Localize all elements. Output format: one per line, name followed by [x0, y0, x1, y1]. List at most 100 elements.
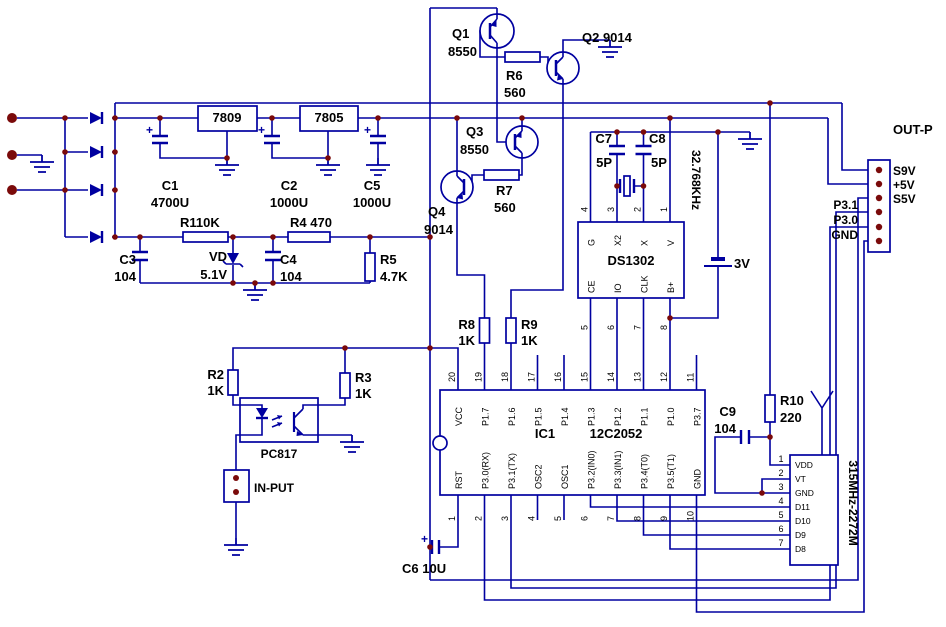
svg-text:VDD: VDD	[795, 460, 813, 470]
svg-text:GND: GND	[795, 488, 814, 498]
crystal-label: 32.768KHz	[689, 150, 703, 210]
q4-label: Q4	[428, 204, 446, 219]
svg-text:7: 7	[633, 325, 643, 330]
svg-text:X2: X2	[613, 235, 623, 246]
pc817-box	[239, 397, 319, 443]
c4-label: C4	[280, 252, 297, 267]
svg-text:OSC1: OSC1	[560, 464, 570, 489]
r8-label: R8	[458, 317, 475, 332]
out-s5v: S5V	[893, 192, 916, 206]
svg-text:OSC2: OSC2	[534, 464, 544, 489]
svg-text:13: 13	[633, 372, 643, 382]
svg-text:3: 3	[778, 482, 783, 492]
r1-label: R110K	[180, 215, 220, 230]
svg-text:3: 3	[606, 207, 616, 212]
r2-value: 1K	[207, 383, 224, 398]
svg-text:16: 16	[553, 372, 563, 382]
svg-text:12: 12	[659, 372, 669, 382]
svg-text:1: 1	[778, 454, 783, 464]
svg-text:4: 4	[527, 516, 537, 521]
regulator-7809-box	[197, 105, 258, 132]
rf-module-box	[789, 454, 839, 566]
svg-text:P1.3: P1.3	[587, 407, 597, 426]
svg-text:19: 19	[474, 372, 484, 382]
r10-value: 220	[780, 410, 802, 425]
svg-text:18: 18	[500, 372, 510, 382]
svg-text:D8: D8	[795, 544, 806, 554]
ground-icon	[29, 154, 55, 173]
zener-diode-vd	[222, 253, 244, 268]
input-connector-box	[223, 469, 250, 503]
r2-label: R2	[207, 367, 224, 382]
r10-label: R10	[780, 393, 804, 408]
svg-text:1: 1	[447, 516, 457, 521]
r7-value: 560	[494, 200, 516, 215]
q2-transistor	[546, 51, 580, 85]
connector-pins	[233, 166, 883, 495]
reg1-label: 7809	[213, 110, 242, 125]
battery-3v	[704, 257, 732, 267]
svg-text:P1.4: P1.4	[560, 407, 570, 426]
r6-value: 560	[504, 85, 526, 100]
c5-label: C5	[364, 178, 381, 193]
capacitors	[132, 134, 751, 554]
svg-text:P3.5(T1): P3.5(T1)	[666, 454, 676, 489]
r8-value: 1K	[458, 333, 475, 348]
out-p31: P3.1	[833, 198, 858, 212]
battery-label: 3V	[734, 256, 750, 271]
svg-text:6: 6	[778, 524, 783, 534]
r7-label: R7	[496, 183, 513, 198]
svg-text:P1.5: P1.5	[534, 407, 544, 426]
out-5v: +5V	[893, 178, 915, 192]
svg-text:P1.0: P1.0	[666, 407, 676, 426]
svg-text:5: 5	[553, 516, 563, 521]
svg-text:P1.7: P1.7	[481, 407, 491, 426]
r3-label: R3	[355, 370, 372, 385]
ground-icon	[737, 131, 763, 150]
q1-transistor	[479, 13, 515, 49]
svg-text:9: 9	[659, 516, 669, 521]
svg-text:P3.3(IN1): P3.3(IN1)	[613, 450, 623, 489]
ic1-pin-names-bottom: RST P3.0(RX) P3.1(TX) OSC2 OSC1 P3.2(IN0…	[454, 450, 703, 489]
c1-value: 4700U	[151, 195, 189, 210]
ic1-pin-numbers-top: 20 19 18 17 16 15 14 13 12 11	[447, 372, 696, 382]
svg-text:P1.2: P1.2	[613, 407, 623, 426]
svg-text:VCC: VCC	[454, 406, 464, 426]
c7-value: 5P	[596, 155, 612, 170]
r3-value: 1K	[355, 386, 372, 401]
svg-text:P1.1: P1.1	[640, 407, 650, 426]
ground-icon	[339, 434, 365, 453]
input-terminals	[7, 113, 17, 195]
svg-text:6: 6	[580, 516, 590, 521]
r4-label: R4 470	[290, 215, 332, 230]
junction-dots	[62, 100, 773, 550]
svg-text:6: 6	[606, 325, 616, 330]
c1-plus: +	[146, 123, 153, 137]
r6-label: R6	[506, 68, 523, 83]
svg-text:15: 15	[580, 372, 590, 382]
c8-label: C8	[649, 131, 666, 146]
svg-text:CE: CE	[587, 280, 597, 293]
r9-value: 1K	[521, 333, 538, 348]
svg-text:P3.1(TX): P3.1(TX)	[507, 453, 517, 489]
r5-value: 4.7K	[380, 269, 408, 284]
c2-plus: +	[258, 123, 265, 137]
svg-text:2: 2	[778, 468, 783, 478]
output-connector-box	[867, 159, 891, 253]
ic1-pin-numbers-bottom: 1 2 3 4 5 6 7 8 9 10	[447, 511, 696, 521]
svg-text:10: 10	[686, 511, 696, 521]
svg-text:4: 4	[778, 496, 783, 506]
out-gnd: GND	[831, 228, 858, 242]
svg-text:RST: RST	[454, 470, 464, 489]
svg-text:7: 7	[778, 538, 783, 548]
crystal-32768	[618, 175, 636, 197]
c9-value: 104	[714, 421, 736, 436]
c9-label: C9	[719, 404, 736, 419]
svg-text:X: X	[640, 240, 650, 246]
q1-value: 8550	[448, 44, 477, 59]
c2-label: C2	[281, 178, 298, 193]
ground-icon	[223, 537, 249, 556]
svg-text:14: 14	[606, 372, 616, 382]
q3-transistor	[505, 125, 539, 159]
